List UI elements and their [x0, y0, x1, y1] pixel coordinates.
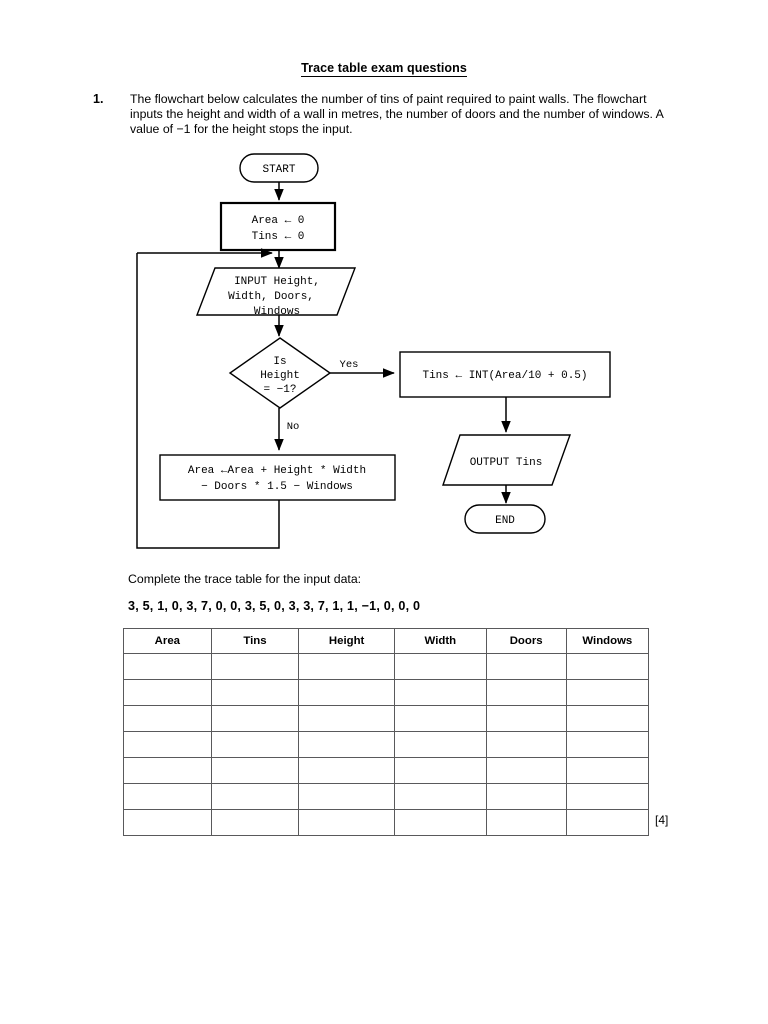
decision-label-line3: = −1?	[263, 384, 296, 396]
trace-table: Area Tins Height Width Doors Windows	[123, 628, 650, 836]
area-calc-label-line2: − Doors * 1.5 − Windows	[201, 481, 353, 493]
table-cell-tins[interactable]	[210, 783, 300, 810]
table-cell-area[interactable]	[123, 679, 212, 706]
table-row	[123, 705, 650, 732]
table-header-width: Width	[393, 628, 487, 654]
table-row	[123, 783, 650, 810]
table-cell-height[interactable]	[298, 679, 395, 706]
table-cell-tins[interactable]	[210, 757, 300, 784]
decision-label-line1: Is	[273, 356, 286, 368]
table-cell-tins[interactable]	[210, 809, 300, 836]
init-label-line2: Tins ← 0	[252, 231, 305, 243]
table-header-tins: Tins	[210, 628, 300, 654]
output-parallelogram-shape	[442, 434, 571, 486]
table-row	[123, 679, 650, 706]
table-cell-width[interactable]	[393, 783, 487, 810]
table-cell-area[interactable]	[123, 757, 212, 784]
table-cell-windows[interactable]	[565, 783, 650, 810]
tins-calc-process-shape	[399, 351, 611, 398]
complete-instruction: Complete the trace table for the input d…	[128, 572, 362, 586]
table-cell-area[interactable]	[123, 731, 212, 758]
table-cell-doors[interactable]	[485, 809, 567, 836]
area-calc-label-line1: Area ←Area + Height * Width	[188, 465, 366, 477]
table-cell-doors[interactable]	[485, 783, 567, 810]
table-cell-doors[interactable]	[485, 731, 567, 758]
table-cell-width[interactable]	[393, 731, 487, 758]
table-header-row: Area Tins Height Width Doors Windows	[123, 628, 650, 654]
input-label-line1: INPUT Height,	[234, 276, 320, 288]
decision-label-line2: Height	[260, 370, 300, 382]
table-cell-windows[interactable]	[565, 731, 650, 758]
table-cell-width[interactable]	[393, 809, 487, 836]
tins-calc-label: Tins ← INT(Area/10 + 0.5)	[422, 370, 587, 382]
end-label: END	[495, 515, 515, 527]
question-number: 1.	[93, 92, 104, 106]
table-header-doors: Doors	[485, 628, 567, 654]
table-cell-doors[interactable]	[485, 705, 567, 732]
branch-no-label: No	[287, 421, 300, 433]
table-cell-area[interactable]	[123, 653, 212, 680]
table-header-area: Area	[123, 628, 212, 654]
table-cell-width[interactable]	[393, 653, 487, 680]
marks-indicator: [4]	[655, 813, 669, 827]
table-cell-height[interactable]	[298, 731, 395, 758]
table-cell-height[interactable]	[298, 705, 395, 732]
input-label-line2: Width, Doors,	[228, 291, 314, 303]
table-cell-doors[interactable]	[485, 653, 567, 680]
table-cell-height[interactable]	[298, 757, 395, 784]
table-cell-tins[interactable]	[210, 705, 300, 732]
decision-diamond-shape	[228, 337, 332, 409]
question-text: The flowchart below calculates the numbe…	[130, 92, 664, 137]
table-cell-windows[interactable]	[565, 653, 650, 680]
table-header-windows: Windows	[565, 628, 650, 654]
table-row	[123, 653, 650, 680]
table-cell-windows[interactable]	[565, 757, 650, 784]
table-cell-tins[interactable]	[210, 679, 300, 706]
init-label-line1: Area ← 0	[252, 215, 305, 227]
table-row	[123, 809, 650, 836]
flowchart-diagram: START Area ← 0 Tins ← 0 INPUT Height, Wi…	[0, 140, 700, 560]
table-cell-windows[interactable]	[565, 705, 650, 732]
output-label: OUTPUT Tins	[470, 457, 543, 469]
table-cell-height[interactable]	[298, 809, 395, 836]
page-title: Trace table exam questions	[0, 61, 768, 77]
table-cell-windows[interactable]	[565, 679, 650, 706]
table-cell-tins[interactable]	[210, 653, 300, 680]
start-label: START	[262, 164, 295, 176]
table-row	[123, 757, 650, 784]
table-cell-area[interactable]	[123, 705, 212, 732]
table-cell-doors[interactable]	[485, 679, 567, 706]
table-cell-doors[interactable]	[485, 757, 567, 784]
loopback-path	[136, 253, 280, 549]
input-data-values: 3, 5, 1, 0, 3, 7, 0, 0, 3, 5, 0, 3, 3, 7…	[128, 599, 421, 613]
trace-table-body	[123, 653, 650, 836]
input-label-line3: Windows	[254, 306, 300, 318]
branch-yes-label: Yes	[340, 359, 359, 371]
input-parallelogram-shape	[195, 267, 357, 316]
table-cell-area[interactable]	[123, 809, 212, 836]
table-cell-height[interactable]	[298, 653, 395, 680]
table-cell-windows[interactable]	[565, 809, 650, 836]
page-title-text: Trace table exam questions	[301, 61, 467, 77]
area-calc-process-shape	[159, 454, 396, 501]
init-process-shape	[219, 201, 337, 252]
end-terminator-shape	[464, 504, 546, 534]
table-header-height: Height	[298, 628, 395, 654]
table-cell-width[interactable]	[393, 757, 487, 784]
table-cell-width[interactable]	[393, 679, 487, 706]
table-cell-tins[interactable]	[210, 731, 300, 758]
table-row	[123, 731, 650, 758]
table-cell-area[interactable]	[123, 783, 212, 810]
table-cell-height[interactable]	[298, 783, 395, 810]
table-cell-width[interactable]	[393, 705, 487, 732]
